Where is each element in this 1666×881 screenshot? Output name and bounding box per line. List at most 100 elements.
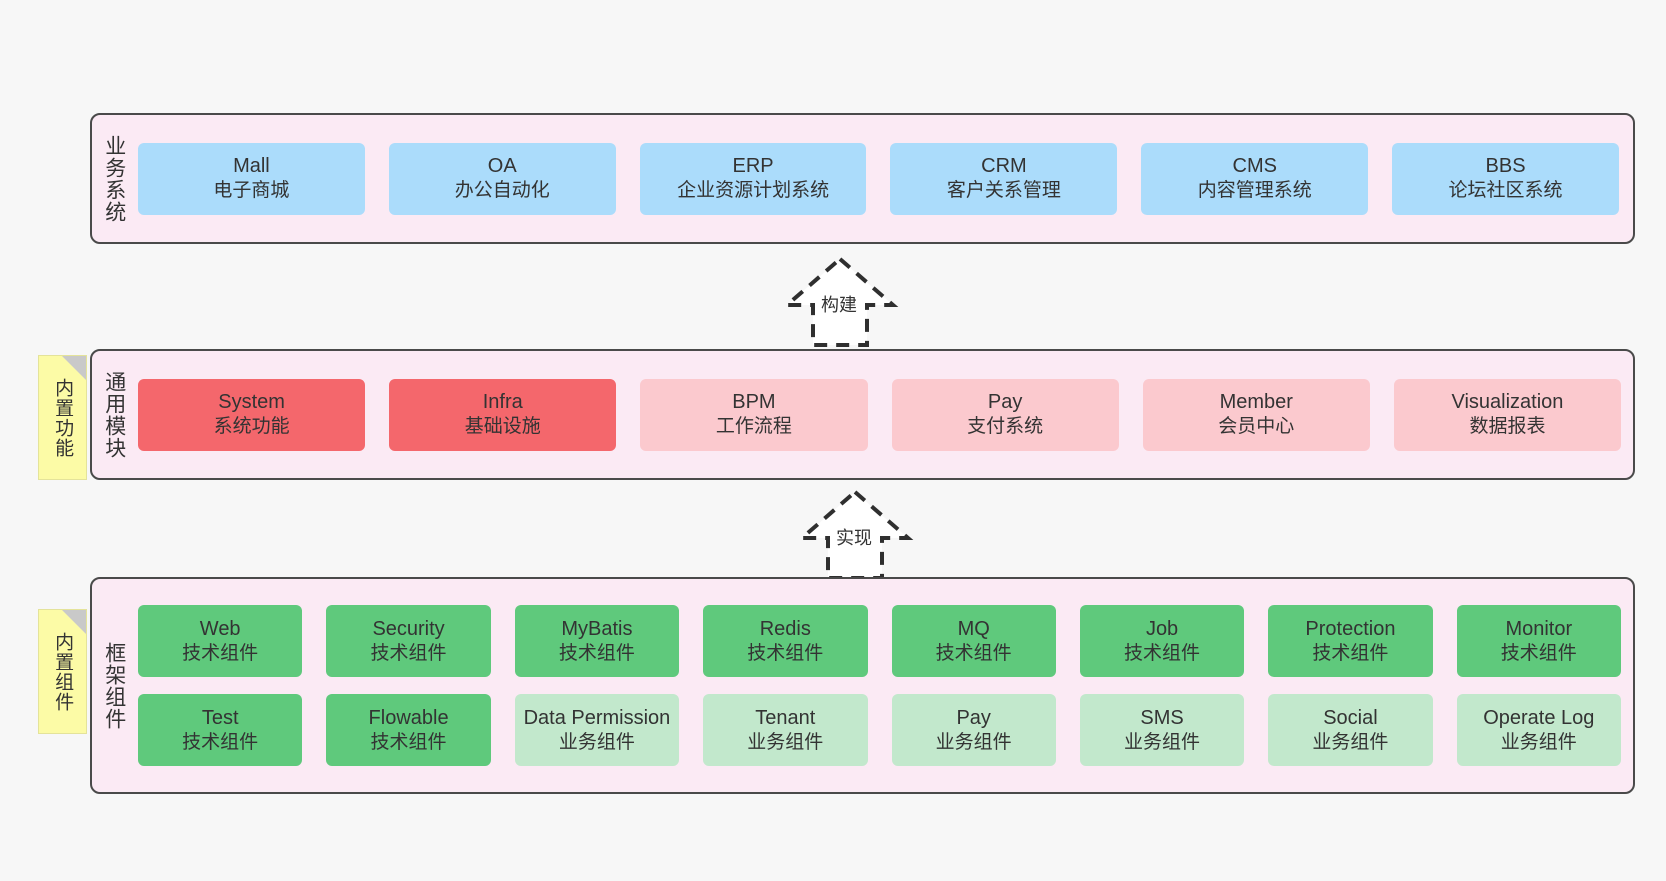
node-title: Protection	[1305, 617, 1396, 640]
layer-common-modules: 通用模块 System 系统功能 Infra 基础设施 BPM 工作流程 Pay…	[90, 349, 1635, 480]
node-operate-log[interactable]: Operate Log 业务组件	[1456, 694, 1621, 766]
node-subtitle: 办公自动化	[454, 180, 550, 202]
node-subtitle: 内容管理系统	[1197, 180, 1312, 202]
node-crm[interactable]: CRM 客户关系管理	[890, 142, 1118, 215]
node-title: System	[218, 391, 285, 414]
node-title: BBS	[1485, 155, 1526, 178]
node-title: CRM	[981, 155, 1027, 178]
node-web[interactable]: Web 技术组件	[138, 605, 303, 677]
node-title: CMS	[1232, 155, 1277, 178]
node-visualization[interactable]: Visualization 数据报表	[1393, 378, 1622, 451]
node-pay-module[interactable]: Pay 支付系统	[891, 378, 1119, 451]
connector-build-label: 构建	[821, 295, 857, 315]
node-subtitle: 业务组件	[1124, 731, 1201, 753]
node-subtitle: 企业资源计划系统	[677, 180, 830, 202]
node-cms[interactable]: CMS 内容管理系统	[1141, 142, 1369, 215]
node-subtitle: 系统功能	[213, 416, 290, 438]
node-subtitle: 技术组件	[747, 642, 824, 664]
node-monitor[interactable]: Monitor 技术组件	[1456, 605, 1621, 677]
node-title: Web	[199, 617, 241, 640]
node-title: Mall	[233, 155, 270, 178]
layer-label-business: 业务系统	[102, 134, 126, 223]
node-member[interactable]: Member 会员中心	[1142, 378, 1370, 451]
node-title: Job	[1145, 617, 1179, 640]
node-subtitle: 技术组件	[182, 731, 259, 753]
node-subtitle: 技术组件	[935, 642, 1012, 664]
node-row: Test 技术组件 Flowable 技术组件 Data Permission …	[138, 694, 1621, 766]
node-subtitle: 数据报表	[1469, 416, 1546, 438]
node-subtitle: 业务组件	[747, 731, 824, 753]
node-mall[interactable]: Mall 电子商城	[138, 142, 365, 215]
node-subtitle: 论坛社区系统	[1448, 180, 1563, 202]
node-subtitle: 基础设施	[464, 416, 541, 438]
node-title: Data Permission	[523, 706, 671, 729]
layer-label-common: 通用模块	[102, 370, 126, 459]
node-title: Redis	[759, 617, 811, 640]
node-test[interactable]: Test 技术组件	[138, 694, 303, 766]
node-subtitle: 工作流程	[715, 416, 792, 438]
layer-body-common: System 系统功能 Infra 基础设施 BPM 工作流程 Pay 支付系统…	[136, 351, 1633, 478]
node-subtitle: 客户关系管理	[946, 180, 1061, 202]
node-title: MyBatis	[561, 617, 633, 640]
node-title: BPM	[732, 391, 776, 414]
node-security[interactable]: Security 技术组件	[326, 605, 491, 677]
node-subtitle: 技术组件	[558, 642, 635, 664]
node-redis[interactable]: Redis 技术组件	[703, 605, 868, 677]
connector-build: 构建	[745, 253, 935, 349]
sticky-fold-corner-icon	[62, 610, 86, 634]
connector-implement-label: 实现	[836, 528, 872, 548]
node-title: Tenant	[755, 706, 816, 729]
node-title: Pay	[987, 391, 1023, 414]
node-title: Social	[1323, 706, 1378, 729]
node-subtitle: 技术组件	[182, 642, 259, 664]
node-title: Member	[1219, 391, 1293, 414]
node-system[interactable]: System 系统功能	[138, 378, 366, 451]
layer-framework-components: 框架组件 Web 技术组件 Security 技术组件 MyBatis 技术组件…	[90, 577, 1635, 794]
node-title: Infra	[482, 391, 523, 414]
node-bpm[interactable]: BPM 工作流程	[640, 378, 868, 451]
node-subtitle: 业务组件	[1500, 731, 1577, 753]
node-subtitle: 业务组件	[558, 731, 635, 753]
node-bbs[interactable]: BBS 论坛社区系统	[1392, 142, 1619, 215]
sticky-note-label: 内置功能	[52, 377, 74, 458]
node-title: OA	[487, 155, 517, 178]
node-title: SMS	[1140, 706, 1184, 729]
node-erp[interactable]: ERP 企业资源计划系统	[639, 142, 867, 215]
sticky-note-builtin-features: 内置功能	[38, 355, 87, 480]
layer-business-system: 业务系统 Mall 电子商城 OA 办公自动化 ERP 企业资源计划系统 CRM…	[90, 113, 1635, 244]
node-data-permission[interactable]: Data Permission 业务组件	[514, 694, 680, 766]
connector-implement: 实现	[760, 486, 950, 582]
layer-body-business: Mall 电子商城 OA 办公自动化 ERP 企业资源计划系统 CRM 客户关系…	[136, 115, 1633, 242]
node-subtitle: 技术组件	[370, 642, 447, 664]
node-title: Security	[372, 617, 445, 640]
node-subtitle: 会员中心	[1218, 416, 1295, 438]
node-protection[interactable]: Protection 技术组件	[1268, 605, 1433, 677]
node-row: System 系统功能 Infra 基础设施 BPM 工作流程 Pay 支付系统…	[138, 378, 1622, 451]
node-mybatis[interactable]: MyBatis 技术组件	[514, 605, 680, 677]
node-pay-component[interactable]: Pay 业务组件	[891, 694, 1056, 766]
node-subtitle: 业务组件	[1312, 731, 1389, 753]
node-oa[interactable]: OA 办公自动化	[388, 142, 616, 215]
node-subtitle: 支付系统	[967, 416, 1044, 438]
node-title: Operate Log	[1483, 706, 1595, 729]
node-flowable[interactable]: Flowable 技术组件	[326, 694, 491, 766]
node-job[interactable]: Job 技术组件	[1079, 605, 1245, 677]
node-subtitle: 业务组件	[935, 731, 1012, 753]
sticky-fold-corner-icon	[62, 356, 86, 380]
node-mq[interactable]: MQ 技术组件	[891, 605, 1056, 677]
node-sms[interactable]: SMS 业务组件	[1079, 694, 1245, 766]
layer-body-framework: Web 技术组件 Security 技术组件 MyBatis 技术组件 Redi…	[136, 579, 1633, 792]
layer-label-framework: 框架组件	[102, 641, 126, 730]
node-infra[interactable]: Infra 基础设施	[389, 378, 617, 451]
node-title: Test	[201, 706, 239, 729]
node-row: Web 技术组件 Security 技术组件 MyBatis 技术组件 Redi…	[138, 605, 1621, 677]
sticky-note-builtin-components: 内置组件	[38, 609, 87, 734]
node-tenant[interactable]: Tenant 业务组件	[703, 694, 868, 766]
node-title: Visualization	[1451, 391, 1564, 414]
node-subtitle: 技术组件	[1312, 642, 1389, 664]
node-subtitle: 技术组件	[1124, 642, 1201, 664]
node-social[interactable]: Social 业务组件	[1268, 694, 1433, 766]
node-title: Monitor	[1505, 617, 1573, 640]
node-subtitle: 技术组件	[370, 731, 447, 753]
